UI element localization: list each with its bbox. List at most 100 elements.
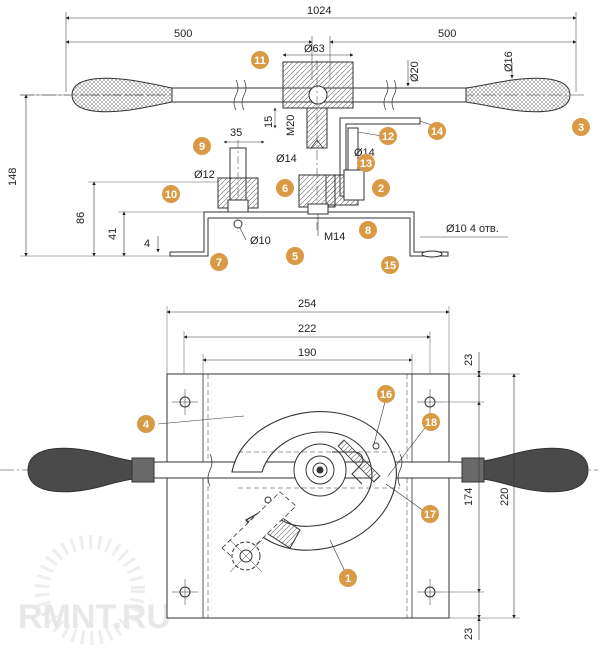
- left-foot: [169, 212, 209, 257]
- callout-number: 6: [282, 183, 288, 195]
- dim-15: 15: [263, 116, 275, 128]
- dim-m20: M20: [285, 115, 297, 136]
- hub-bore: [308, 85, 328, 105]
- callout-number: 1: [345, 573, 351, 585]
- callout-bubble: [428, 122, 446, 140]
- plan-dim-texts: 254 222 190 23 174 220 23: [298, 298, 511, 640]
- dim-d16: Ø16: [503, 51, 515, 72]
- leader: [373, 397, 387, 445]
- callout-bubble: [381, 256, 399, 274]
- callout-number: 11: [254, 55, 266, 67]
- watermark-text: RMNT.RU: [18, 598, 171, 636]
- callout-number: 15: [384, 260, 396, 272]
- callout-7: 7: [210, 253, 228, 271]
- callout-14: 14: [428, 122, 446, 140]
- callout-12: 12: [379, 127, 397, 145]
- right-grip: [465, 77, 571, 113]
- plan-left-ferrule: [131, 457, 155, 483]
- dim-35: 35: [230, 127, 242, 139]
- rod-break-right: [391, 79, 397, 111]
- callout-13: 13: [357, 154, 375, 172]
- dim-222: 222: [298, 323, 316, 335]
- dim-23-top: 23: [463, 354, 475, 366]
- leader: [357, 131, 383, 137]
- dim-d10: Ø10: [250, 235, 271, 247]
- callout-16: 16: [377, 385, 395, 403]
- callout-3: 3: [572, 118, 590, 136]
- elevation-view: [20, 12, 585, 258]
- callout-bubble: [251, 51, 269, 69]
- callout-number: 5: [292, 251, 298, 263]
- dim-d20: Ø20: [409, 61, 421, 82]
- callout-number: 9: [199, 141, 205, 153]
- plan-view: [0, 306, 598, 640]
- callout-number: 12: [382, 131, 394, 143]
- dim-500-left: 500: [174, 28, 192, 40]
- bolt-head: [227, 199, 249, 213]
- dim-190: 190: [298, 347, 316, 359]
- callout-2: 2: [372, 179, 390, 197]
- dim-23-bottom: 23: [463, 628, 475, 640]
- callout-number: 10: [165, 189, 177, 201]
- callout-bubble: [286, 247, 304, 265]
- callout-bubble: [377, 385, 395, 403]
- dim-d14-left: Ø14: [276, 153, 297, 165]
- dim-220: 220: [499, 488, 511, 506]
- hole-crosshairs: [172, 389, 443, 605]
- callout-number: 4: [143, 419, 150, 431]
- left-grip: [71, 77, 173, 113]
- base-plate-plan: [166, 373, 450, 619]
- nut-m14: [307, 203, 329, 215]
- dim-254: 254: [298, 298, 316, 310]
- dim-4: 4: [144, 238, 150, 250]
- bush-13: [343, 169, 365, 201]
- callout-4: 4: [137, 415, 155, 433]
- callout-number: 8: [365, 225, 371, 237]
- callout-number: 16: [380, 389, 392, 401]
- dim-41: 41: [107, 228, 119, 240]
- pin-plan: [264, 496, 272, 504]
- callout-bubble: [379, 127, 397, 145]
- watermark: RMNT.RU: [18, 535, 171, 645]
- callout-bubble: [572, 118, 590, 136]
- callout-18: 18: [422, 413, 440, 431]
- callout-1: 1: [339, 569, 357, 587]
- rod-break-left: [241, 79, 247, 111]
- dim-m14: M14: [324, 231, 345, 243]
- callout-11: 11: [251, 51, 269, 69]
- callout-bubble: [359, 221, 377, 239]
- callout-number: 17: [424, 509, 436, 521]
- right-foot: [409, 212, 449, 257]
- dim-174: 174: [463, 488, 475, 506]
- callout-bubble: [421, 505, 439, 523]
- callout-bubble: [339, 569, 357, 587]
- callout-number: 2: [378, 183, 384, 195]
- plan-rod-break: [207, 453, 213, 487]
- leader: [157, 415, 245, 425]
- callout-bubble: [372, 179, 390, 197]
- callout-bubble: [276, 179, 294, 197]
- callout-9: 9: [193, 137, 211, 155]
- callout-bubble: [193, 137, 211, 155]
- plan-right-ferrule: [461, 457, 485, 483]
- callout-8: 8: [359, 221, 377, 239]
- dim-holes-note: Ø10 4 отв.: [446, 223, 499, 235]
- callout-number: 3: [578, 122, 584, 134]
- foot-hole: [421, 250, 443, 258]
- callouts: 11 3 9 14 12 13 6 2 10 8 7 5 15 4 16 18 17 1: [137, 51, 590, 587]
- leader: [387, 423, 429, 477]
- dim-1024: 1024: [307, 5, 331, 17]
- dim-d63: Ø63: [304, 43, 325, 55]
- center-dot: [316, 466, 324, 474]
- callout-number: 7: [216, 257, 222, 269]
- elevation-dim-texts: 1024 500 500 Ø63 Ø20 Ø16 M20 15 35 Ø14 Ø…: [7, 5, 515, 250]
- callout-5: 5: [286, 247, 304, 265]
- callout-number: 18: [425, 417, 437, 429]
- dim-d12: Ø12: [194, 169, 215, 181]
- callout-number: 14: [431, 126, 444, 138]
- dim-86: 86: [75, 212, 87, 224]
- callout-6: 6: [276, 179, 294, 197]
- callout-bubble: [210, 253, 228, 271]
- callout-17: 17: [421, 505, 439, 523]
- leader: [385, 483, 429, 515]
